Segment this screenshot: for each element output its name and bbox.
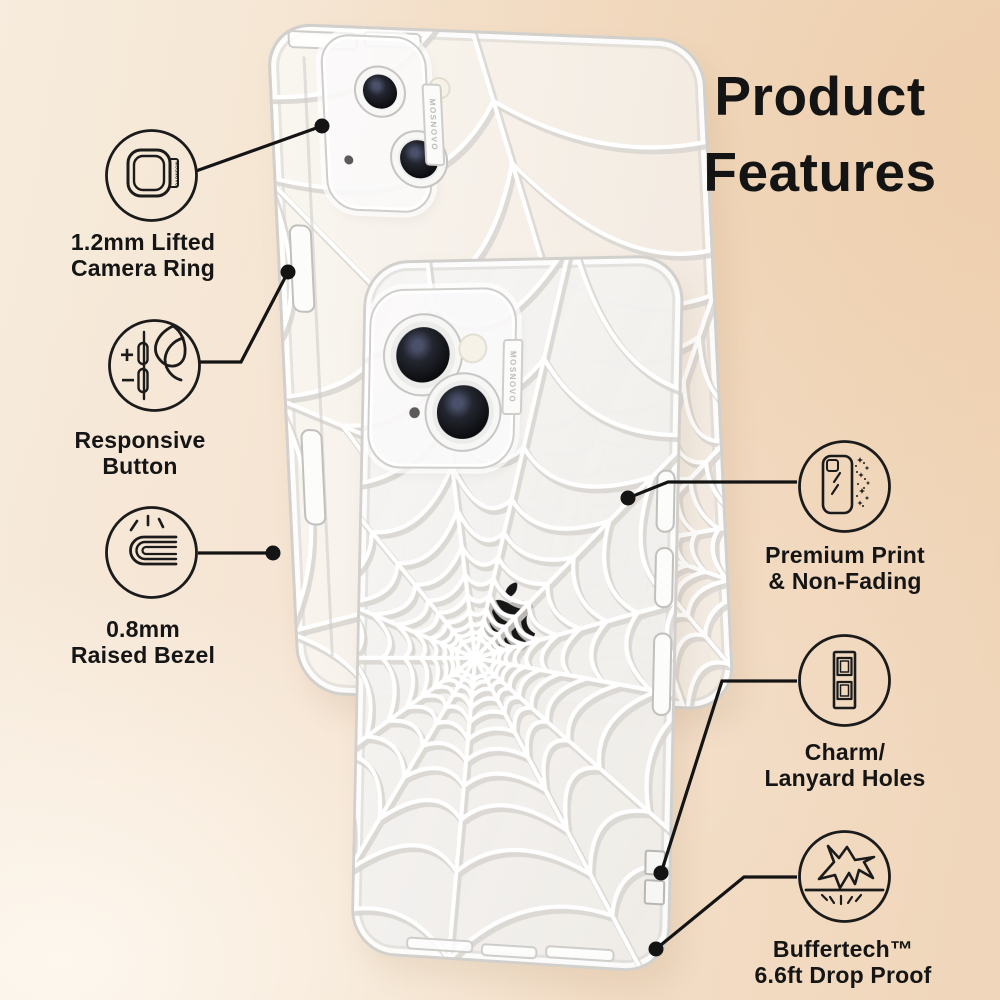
plus-glyph: + <box>120 342 134 369</box>
bottom-cutout <box>545 945 615 963</box>
feature-label-camera-ring: 1.2mm Lifted Camera Ring <box>70 229 216 281</box>
bottom-cutout <box>480 943 538 960</box>
premium-print-icon <box>797 439 892 534</box>
camera-lens <box>352 64 408 119</box>
lanyard-hole <box>644 849 666 877</box>
drop-proof-icon <box>797 829 892 924</box>
feature-label-raised-bezel: 0.8mm Raised Bezel <box>70 616 216 668</box>
raised-bezel-icon <box>104 505 199 600</box>
mic-dot <box>344 155 354 165</box>
minus-glyph: − <box>121 367 135 394</box>
lanyard-holes-icon <box>797 633 892 728</box>
title-line2: Features <box>703 141 937 203</box>
flash <box>458 333 488 364</box>
page-title: Product Features <box>635 58 1000 210</box>
phone-case-front: MOSNOVO <box>350 254 685 975</box>
feature-label-responsive-button: Responsive Button <box>74 427 206 479</box>
camera-ring-icon: MOSNOVO <box>104 128 199 223</box>
feature-label-charm-holes: Charm/ Lanyard Holes <box>764 739 926 791</box>
power-button <box>651 632 673 717</box>
brand-text: MOSNOVO <box>427 98 440 152</box>
brand-tab: MOSNOVO <box>501 338 524 415</box>
camera-module <box>319 33 452 214</box>
side-button <box>300 428 327 526</box>
volume-button <box>653 546 675 609</box>
line-dot <box>265 545 281 561</box>
volume-button <box>288 224 316 314</box>
title-line1: Product <box>714 65 926 127</box>
volume-button <box>655 469 676 533</box>
feature-label-premium-print: Premium Print & Non-Fading <box>765 542 925 594</box>
sparkle-stars <box>855 457 871 507</box>
mic-dot <box>409 407 420 419</box>
line-responsive-button <box>199 271 290 364</box>
apple-logo <box>481 581 537 652</box>
lanyard-hole <box>643 878 666 906</box>
brand-text: MOSNOVO <box>175 162 180 187</box>
feature-label-drop-proof: Buffertech™ 6.6ft Drop Proof <box>754 936 932 988</box>
camera-lens <box>423 372 503 452</box>
responsive-button-icon: + − <box>107 318 202 413</box>
camera-module <box>366 286 518 469</box>
bottom-cutout <box>406 936 474 954</box>
brand-text: MOSNOVO <box>507 350 518 404</box>
brand-tab: MOSNOVO <box>421 83 446 167</box>
